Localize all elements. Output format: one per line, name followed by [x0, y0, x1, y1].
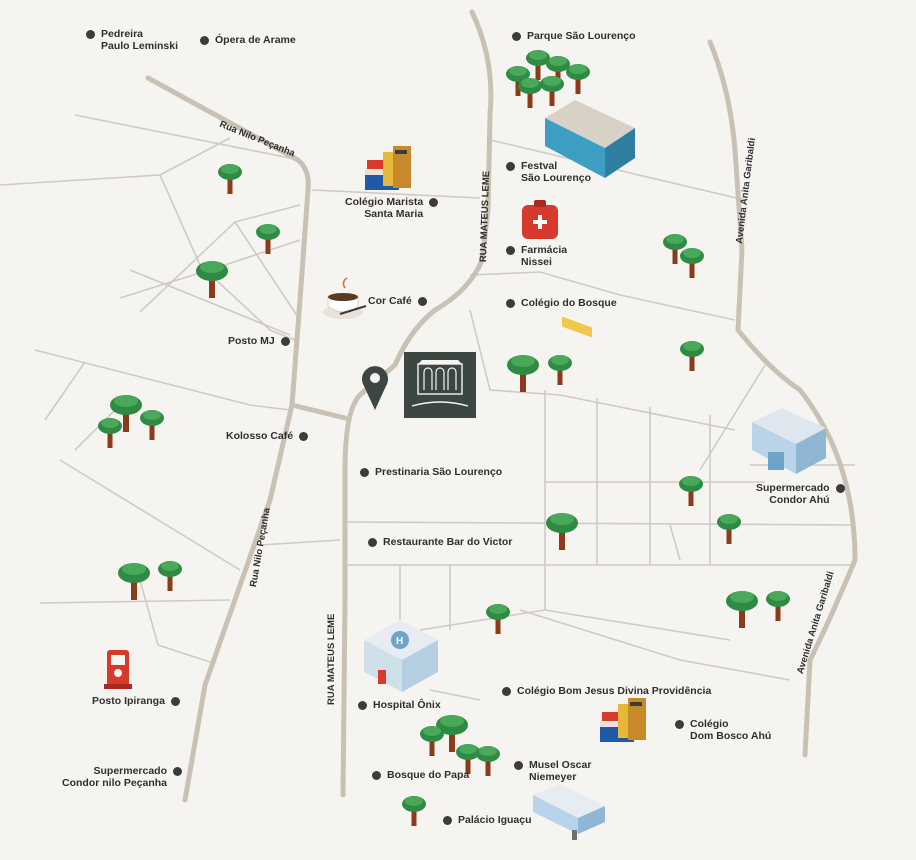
- tree-icon: [98, 50, 790, 826]
- minor-streets: [0, 114, 856, 701]
- poi-posto-mj[interactable]: Posto MJ: [228, 335, 290, 347]
- poi-marker: [86, 30, 95, 39]
- poi-farmacia-nissei[interactable]: Farmácia Nissei: [506, 244, 567, 268]
- poi-colegio-marista-santa-maria[interactable]: Colégio Marista Santa Maria: [345, 196, 439, 220]
- poi-marker: [429, 198, 439, 207]
- museum-building-icon: [533, 784, 605, 840]
- poi-opera-de-arame[interactable]: Ópera de Arame: [200, 34, 296, 46]
- poi-marker: [506, 246, 515, 255]
- svg-text:H: H: [396, 636, 403, 647]
- books-icon-dombosco: [600, 698, 646, 742]
- poi-supermercado-condor-ahu[interactable]: Supermercado Condor Ahú: [756, 482, 845, 506]
- poi-festval-sao-lourenco[interactable]: Festval São Lourenço: [506, 160, 591, 184]
- poi-marker: [372, 771, 381, 780]
- poi-marker: [835, 484, 845, 493]
- poi-hospital-onix[interactable]: Hospital Ônix: [358, 699, 441, 711]
- supermarket-building-icon: [752, 408, 826, 474]
- location-pin-icon: [362, 366, 389, 410]
- poi-marker: [512, 32, 521, 41]
- poi-museu-oscar-niemeyer[interactable]: Musel Oscar Niemeyer: [514, 759, 591, 783]
- poi-colegio-bom-jesus[interactable]: Colégio Bom Jesus Divina Providência: [502, 685, 711, 697]
- poi-marker: [170, 697, 180, 706]
- poi-cor-cafe[interactable]: Cor Café: [368, 295, 427, 307]
- poi-colegio-do-bosque[interactable]: Colégio do Bosque: [506, 297, 617, 309]
- poi-palacio-iguacu[interactable]: Palácio Iguaçu: [443, 814, 532, 826]
- poi-marker: [200, 36, 209, 45]
- poi-parque-sao-lourenco[interactable]: Parque São Lourenço: [512, 30, 636, 42]
- poi-marker: [299, 432, 309, 441]
- books-icon: [365, 146, 411, 190]
- poi-posto-ipiranga[interactable]: Posto Ipiranga: [92, 695, 180, 707]
- pharmacy-kit-icon: [522, 200, 558, 239]
- hospital-building-icon: H: [364, 620, 438, 692]
- poi-marker: [675, 720, 684, 729]
- poi-prestinaria-sao-lourenco[interactable]: Prestinaria São Lourenço: [360, 466, 502, 478]
- poi-pedreira-paulo-leminski[interactable]: Pedreira Paulo Leminski: [86, 28, 178, 52]
- poi-marker: [358, 701, 367, 710]
- festval-building-icon: [545, 100, 635, 338]
- poi-marker: [280, 337, 290, 346]
- poi-marker: [368, 538, 377, 547]
- poi-restaurante-bar-do-victor[interactable]: Restaurante Bar do Victor: [368, 536, 512, 548]
- poi-kolosso-cafe[interactable]: Kolosso Café: [226, 430, 309, 442]
- poi-colegio-dom-bosco-ahu[interactable]: Colégio Dom Bosco Ahú: [675, 718, 771, 742]
- avenida-anita-garibaldi-road: [707, 39, 858, 758]
- poi-marker: [502, 687, 511, 696]
- poi-marker: [173, 767, 183, 776]
- poi-marker: [506, 299, 515, 308]
- poi-supermercado-condor-nilo-pecanha[interactable]: Supermercado Condor nilo Peçanha: [62, 765, 183, 789]
- main-avenues: [145, 9, 858, 803]
- poi-bosque-do-papa[interactable]: Bosque do Papa: [372, 769, 469, 781]
- coffee-cup-icon: [323, 277, 367, 319]
- poi-marker: [514, 761, 523, 770]
- poi-marker: [417, 297, 427, 306]
- rua-mateus-leme-road: [340, 9, 494, 798]
- rua-nilo-pecanha-road: [145, 75, 311, 803]
- poi-marker: [506, 162, 515, 171]
- landmark-logo-icon: [404, 352, 476, 418]
- fuel-pump-icon: [104, 650, 132, 689]
- poi-marker: [443, 816, 452, 825]
- poi-marker: [360, 468, 369, 477]
